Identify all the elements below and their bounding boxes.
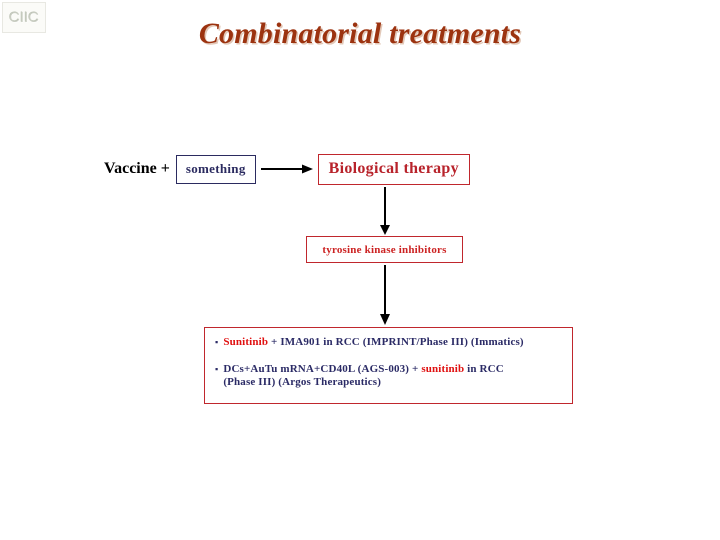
biological-therapy-box[interactable]: Biological therapy [317,153,470,185]
tyrosine-kinase-inhibitors-label: tyrosine kinase inhibitors [322,243,447,256]
list-item: ▪ Sunitinib + IMA901 in RCC (IMPRINT/Pha… [215,336,562,349]
trial-prefix: DCs+AuTu mRNA+CD40L (AGS-003) + [223,363,422,375]
arrow-down-icon-1 [380,187,390,235]
trial-detail: + IMA901 in RCC (IMPRINT/Phase III) (Imm… [268,336,524,348]
tyrosine-kinase-inhibitors-box[interactable]: tyrosine kinase inhibitors [306,236,463,263]
page-title: Combinatorial treatments [198,17,522,50]
vaccine-label: Vaccine + [104,160,170,177]
company-logo: CIIC [2,2,46,33]
trial-detail: in RCC [464,363,504,375]
something-box-label: something [185,161,246,176]
trial-text: DCs+AuTu mRNA+CD40L (AGS-003) + sunitini… [223,363,562,389]
list-item: ▪ DCs+AuTu mRNA+CD40L (AGS-003) + suniti… [215,363,562,389]
bullet-icon: ▪ [215,337,219,347]
biological-therapy-label: Biological therapy [328,160,459,177]
flow-row-primary: Vaccine + something Biological therapy [104,152,470,186]
bullet-icon: ▪ [215,364,219,374]
trial-detail-line2: (Phase III) (Argos Therapeutics) [223,376,382,388]
drug-name: Sunitinib [223,336,269,348]
logo-text: CIIC [9,9,39,26]
arrow-right-icon [260,164,313,174]
something-box[interactable]: something [175,154,256,184]
arrow-down-icon-2 [380,265,390,325]
trial-text: Sunitinib + IMA901 in RCC (IMPRINT/Phase… [223,336,562,349]
clinical-trials-box: ▪ Sunitinib + IMA901 in RCC (IMPRINT/Pha… [204,327,573,404]
drug-name: sunitinib [421,363,465,375]
